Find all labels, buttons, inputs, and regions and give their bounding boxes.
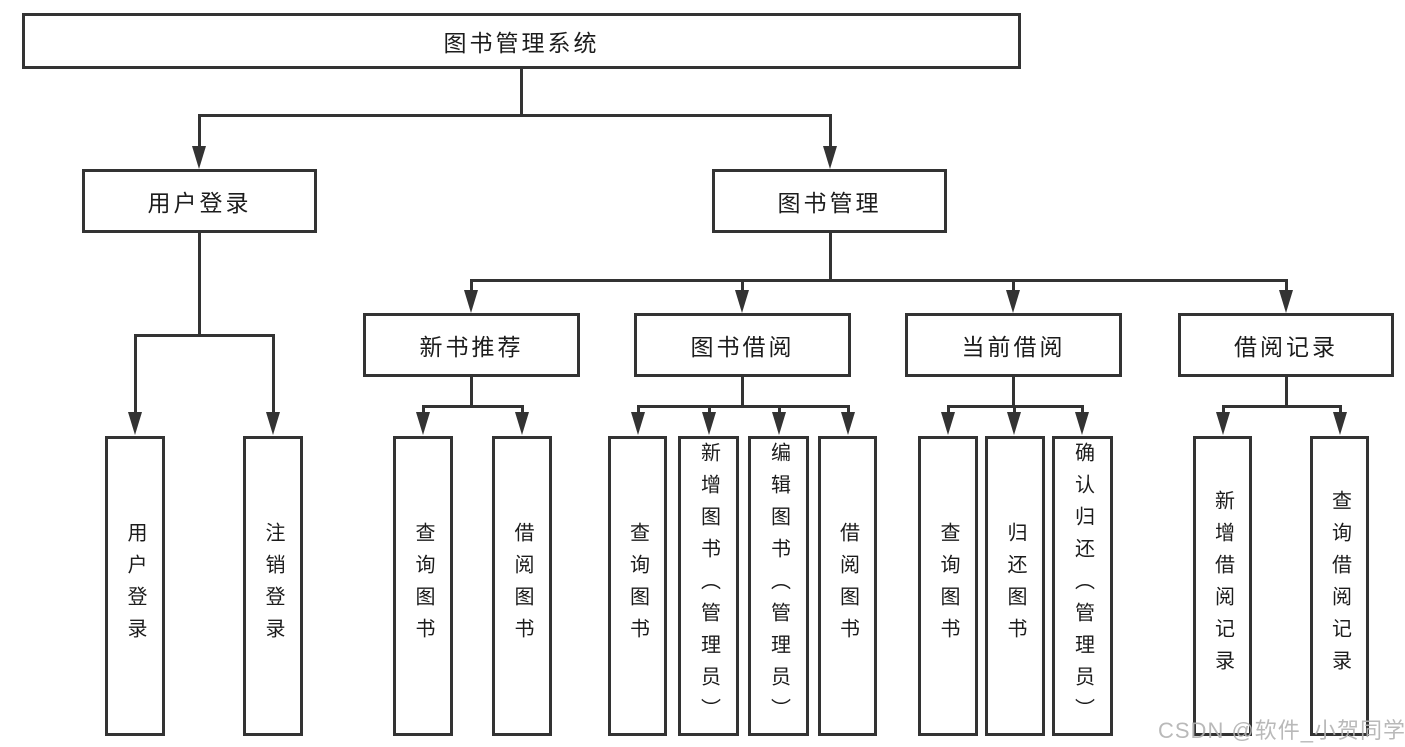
arrowhead-bb-borrow (841, 412, 855, 435)
node-new-book-recommendation: 新书推荐 (363, 313, 580, 377)
leaf-logout: 注销登录 (243, 436, 303, 736)
connector-root-stem (520, 67, 523, 116)
connector-bb-edit-drop (778, 405, 781, 414)
leaf-bb-borrow-books: 借阅图书 (818, 436, 877, 736)
connector-br-add-drop (1222, 405, 1225, 414)
connector-records-bus (1222, 405, 1341, 408)
arrowhead-nb-query (416, 412, 430, 435)
leaf-cb-query-books: 查询图书 (918, 436, 978, 736)
connector-newbook-bus (422, 405, 524, 408)
connector-records-drop (1285, 279, 1288, 293)
connector-book-mgmt-stem (829, 233, 832, 281)
connector-current-drop (1012, 279, 1015, 293)
connector-cb-confirm-drop (1081, 405, 1084, 414)
arrowhead-leaf-login (128, 412, 142, 435)
leaf-user-login: 用户登录 (105, 436, 165, 736)
connector-user-login-stem (198, 233, 201, 336)
arrowhead-bb-edit (772, 412, 786, 435)
leaf-nb-borrow-books: 借阅图书 (492, 436, 552, 736)
arrowhead-book-mgmt (823, 146, 837, 169)
leaf-bb-edit-book-admin: 编辑图书（管理员） (748, 436, 809, 736)
arrowhead-borrowing (735, 290, 749, 313)
connector-current-stem (1012, 377, 1015, 408)
node-book-borrowing: 图书借阅 (634, 313, 851, 377)
connector-leaf-login-drop (134, 334, 137, 414)
connector-cb-query-drop (947, 405, 950, 414)
node-book-management: 图书管理 (712, 169, 947, 233)
connector-newbook-stem (470, 377, 473, 408)
connector-bb-add-drop (708, 405, 711, 414)
watermark-csdn: CSDN @软件_小贺同学 (1158, 718, 1405, 743)
arrowhead-nb-borrow (515, 412, 529, 435)
leaf-br-add-record: 新增借阅记录 (1193, 436, 1252, 736)
connector-borrowing-drop (741, 279, 744, 293)
leaf-bb-add-book-admin: 新增图书（管理员） (678, 436, 739, 736)
connector-nb-query-drop (422, 405, 425, 414)
arrowhead-user-login (192, 146, 206, 169)
connector-user-login-bus (134, 334, 275, 337)
connector-borrowing-stem (741, 377, 744, 408)
arrowhead-br-query (1333, 412, 1347, 435)
connector-leaf-logout-drop (272, 334, 275, 414)
leaf-cb-return-books: 归还图书 (985, 436, 1045, 736)
arrowhead-current (1006, 290, 1020, 313)
node-user-login: 用户登录 (82, 169, 317, 233)
arrowhead-cb-query (941, 412, 955, 435)
connector-cb-return-drop (1013, 405, 1016, 414)
connector-book-mgmt-drop (829, 114, 832, 148)
connector-borrowing-bus (637, 405, 849, 408)
leaf-br-query-record: 查询借阅记录 (1310, 436, 1369, 736)
arrowhead-cb-return (1007, 412, 1021, 435)
node-current-borrowing: 当前借阅 (905, 313, 1122, 377)
connector-user-login-drop (198, 114, 201, 148)
arrowhead-br-add (1216, 412, 1230, 435)
arrowhead-cb-confirm (1075, 412, 1089, 435)
connector-bb-query-drop (637, 405, 640, 414)
connector-level2-bus (198, 114, 832, 117)
arrowhead-bb-query (631, 412, 645, 435)
connector-newbook-drop (470, 279, 473, 293)
connector-records-stem (1285, 377, 1288, 408)
arrowhead-newbook (464, 290, 478, 313)
leaf-cb-confirm-return-admin: 确认归还（管理员） (1052, 436, 1113, 736)
connector-level3-bus (470, 279, 1287, 282)
connector-nb-borrow-drop (521, 405, 524, 414)
node-library-management-system: 图书管理系统 (22, 13, 1021, 69)
arrowhead-bb-add (702, 412, 716, 435)
leaf-bb-query-books: 查询图书 (608, 436, 667, 736)
node-borrowing-records: 借阅记录 (1178, 313, 1394, 377)
connector-bb-borrow-drop (847, 405, 850, 414)
leaf-nb-query-books: 查询图书 (393, 436, 453, 736)
arrowhead-records (1279, 290, 1293, 313)
connector-br-query-drop (1339, 405, 1342, 414)
arrowhead-leaf-logout (266, 412, 280, 435)
